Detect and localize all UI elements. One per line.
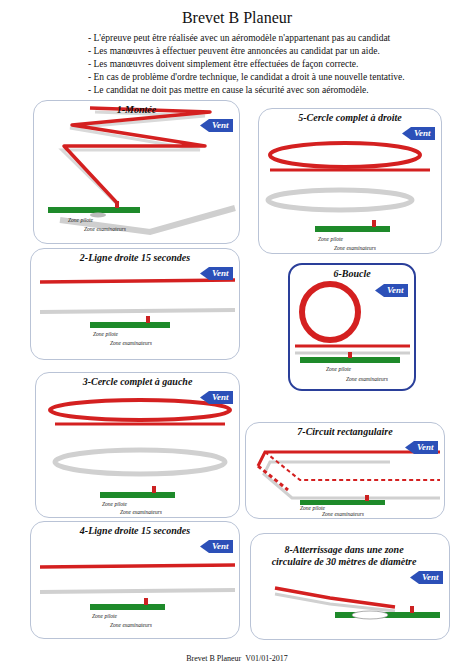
wind-arrow-fill xyxy=(200,391,233,404)
wind-arrow-fill xyxy=(405,441,438,454)
maneuver-panel: 3-Cercle complet à gaucheVent xyxy=(35,372,240,518)
runway xyxy=(315,226,390,232)
pilot-marker xyxy=(144,598,148,605)
runway xyxy=(100,492,175,498)
wind-arrow: Vent xyxy=(405,441,438,454)
rule-note: - Les manœuvres à effectuer peuvent être… xyxy=(88,45,380,57)
panel-heading: 7-Circuit rectangulaire xyxy=(246,426,444,438)
zone-label: Zone examinateurs xyxy=(120,509,162,516)
circle-shadow xyxy=(55,450,225,474)
wind-label: Vent xyxy=(402,127,435,140)
pilot-marker xyxy=(372,220,376,227)
circle-shadow xyxy=(268,190,412,210)
rule-note: - L'épreuve peut être réalisée avec un a… xyxy=(88,32,390,44)
zone-label: Zone examinateurs xyxy=(334,245,376,252)
path-shadow xyxy=(295,352,410,355)
path-shadow xyxy=(40,310,235,312)
circuit-dashed xyxy=(265,452,440,480)
zone-label: Zone examinateurs xyxy=(110,340,152,347)
zone-label: Zone examinateurs xyxy=(110,622,152,629)
zone-label: Zone examinateurs xyxy=(84,226,126,233)
wind-arrow-fill xyxy=(402,127,435,140)
wind-label: Vent xyxy=(405,441,438,454)
pilot-marker xyxy=(146,316,150,323)
zone-label: Zone pilote xyxy=(300,505,325,512)
runway xyxy=(48,207,140,213)
runway xyxy=(90,604,165,610)
wind-label: Vent xyxy=(200,267,233,280)
wind-arrow-fill xyxy=(200,540,233,553)
wind-arrow: Vent xyxy=(200,540,233,553)
wind-arrow: Vent xyxy=(410,571,443,584)
rule-note: - Les manœuvres doivent simplement être … xyxy=(88,58,358,70)
loop-path xyxy=(302,284,358,340)
maneuver-panel: 7-Circuit rectangulaireVent xyxy=(245,422,445,519)
panel-heading: 8-Atterrissage dans une zone circulaire … xyxy=(251,544,449,568)
rule-note: - Le candidat ne doit pas mettre en caus… xyxy=(88,84,369,96)
circle-path xyxy=(50,400,230,420)
wind-arrow: Vent xyxy=(200,267,233,280)
wind-arrow: Vent xyxy=(402,127,435,140)
panel-heading: 4-Ligne droite 15 secondes xyxy=(31,525,239,537)
title: Brevet B Planeur xyxy=(0,9,474,27)
zone-label: Zone examinateurs xyxy=(322,511,364,518)
zone-label: Zone pilote xyxy=(318,236,343,243)
runway xyxy=(335,612,440,618)
maneuver-panel: 8-Atterrissage dans une zone circulaire … xyxy=(250,533,450,640)
climb-path xyxy=(64,108,210,204)
runway xyxy=(300,500,385,505)
straight-path xyxy=(40,565,235,567)
entry-path xyxy=(270,169,430,172)
circle-path xyxy=(270,143,420,167)
zone-label: Zone pilote xyxy=(92,613,117,620)
pilot-marker xyxy=(115,201,119,208)
panel-heading: 2-Ligne droite 15 secondes xyxy=(31,252,239,264)
maneuver-panel: 1-MontéeVent xyxy=(33,100,240,244)
wind-arrow: Vent xyxy=(375,284,408,297)
landing-path xyxy=(275,588,395,607)
wind-arrow: Vent xyxy=(200,119,233,132)
maneuver-panel: 4-Ligne droite 15 secondesVent xyxy=(30,521,240,639)
panel-heading: 5-Cercle complet à droite xyxy=(259,112,441,124)
footer-caption: Brevet B Planeur V01/01-2017 xyxy=(0,654,474,663)
zone-label: Zone examinateurs xyxy=(346,376,388,383)
circuit-shadow xyxy=(264,462,440,498)
wind-label: Vent xyxy=(410,571,443,584)
zone-label: Zone pilote xyxy=(68,217,93,224)
wind-arrow-fill xyxy=(200,267,233,280)
panel-heading: 1-Montée xyxy=(34,104,239,116)
zone-label: Zone pilote xyxy=(93,331,118,338)
zone-marker xyxy=(90,213,106,218)
panel-heading: 6-Boucle xyxy=(290,268,414,280)
pilot-marker xyxy=(410,606,414,613)
circuit-dashed xyxy=(258,466,288,490)
loop-entry xyxy=(295,345,410,348)
zone-label: Zone pilote xyxy=(326,366,351,373)
pilot-marker xyxy=(152,486,156,493)
path-shadow xyxy=(40,590,235,592)
landing-circle xyxy=(352,611,388,619)
wind-arrow: Vent xyxy=(200,391,233,404)
wind-label: Vent xyxy=(375,284,408,297)
maneuver-panel: 6-BoucleVent xyxy=(288,263,416,391)
panel-heading: 3-Cercle complet à gauche xyxy=(36,376,239,388)
straight-path xyxy=(40,280,235,282)
pilot-marker xyxy=(365,495,369,501)
wind-label: Vent xyxy=(200,540,233,553)
runway xyxy=(90,322,170,328)
rule-note: - En cas de problème d'ordre technique, … xyxy=(88,71,405,83)
maneuver-panel: 5-Cercle complet à droiteVent xyxy=(258,108,442,254)
entry-path xyxy=(55,423,225,426)
wind-arrow-fill xyxy=(375,284,408,297)
wind-label: Vent xyxy=(200,391,233,404)
wind-arrow-fill xyxy=(200,119,233,132)
pilot-marker xyxy=(348,352,352,358)
landing-shadow xyxy=(275,594,395,611)
wind-arrow-fill xyxy=(410,571,443,584)
zone-label: Zone pilote xyxy=(102,501,127,508)
circuit-path xyxy=(258,452,440,466)
wind-label: Vent xyxy=(200,119,233,132)
